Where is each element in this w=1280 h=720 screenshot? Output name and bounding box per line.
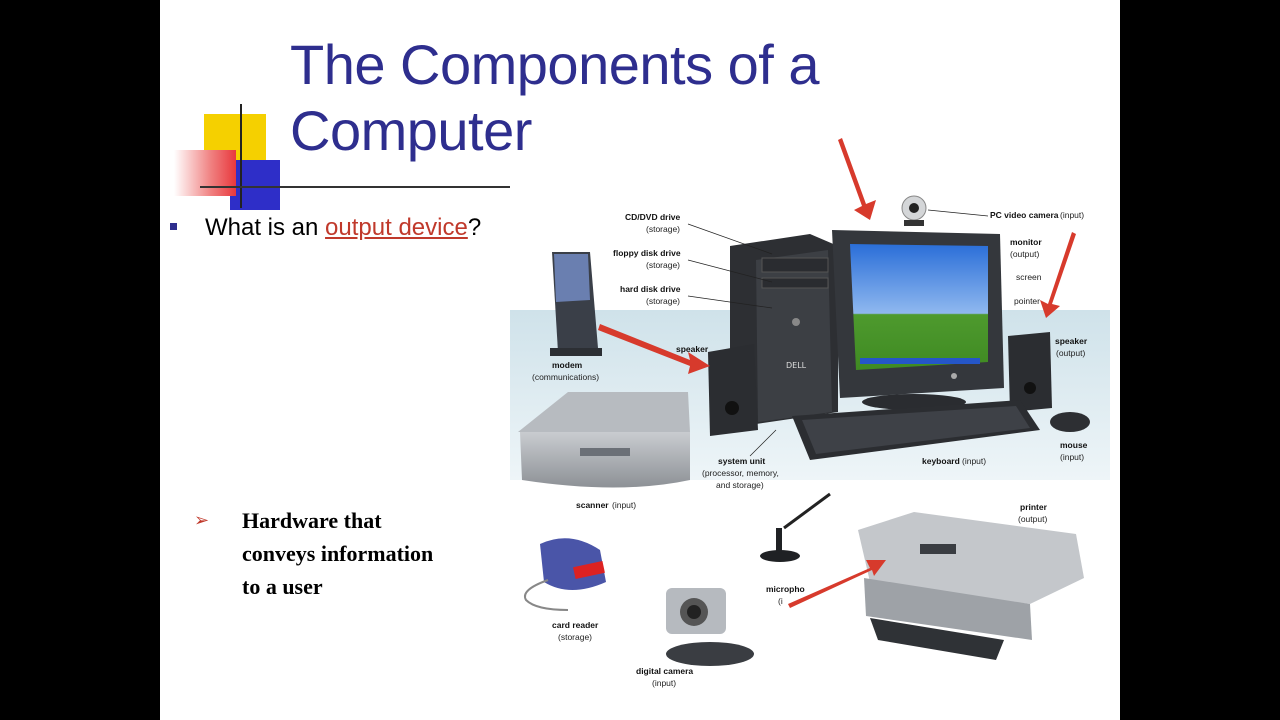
slide: The Components of a Computer What is an … [160, 0, 1120, 720]
svg-text:pointer: pointer [1014, 296, 1040, 306]
bullet-suffix: ? [467, 214, 482, 241]
deco-blue-square [230, 160, 280, 210]
title-underline [200, 186, 510, 188]
svg-text:printer: printer [1020, 502, 1048, 512]
svg-text:(storage): (storage) [646, 260, 680, 270]
svg-text:(communications): (communications) [532, 372, 599, 382]
svg-text:speaker: speaker [676, 344, 709, 354]
keyboard [792, 400, 1040, 460]
svg-text:(i: (i [778, 596, 783, 606]
svg-text:hard disk drive: hard disk drive [620, 284, 681, 294]
arrow-bullet-icon: ➢ [194, 510, 210, 531]
svg-text:(storage): (storage) [646, 224, 680, 234]
bullet-question: What is an output device? [170, 214, 481, 242]
red-arrows [598, 138, 1076, 608]
svg-text:(processor, memory,: (processor, memory, [702, 468, 779, 478]
monitor [832, 230, 1004, 410]
modem [550, 252, 602, 356]
svg-text:scanner: scanner [576, 500, 609, 510]
webcam [901, 195, 927, 226]
svg-text:micropho: micropho [766, 584, 805, 594]
dell-logo: DELL [786, 361, 807, 370]
sub-bullet-line-2: conveys information [242, 541, 434, 566]
sub-bullet-line-3: to a user [242, 574, 323, 599]
figure-labels: CD/DVD drive (storage) floppy disk drive… [532, 209, 1088, 688]
sub-bullet-line-1: Hardware that [242, 508, 382, 533]
computer-components-illustration: DELL [510, 138, 1110, 688]
svg-text:(input): (input) [612, 500, 636, 510]
svg-text:(output): (output) [1010, 249, 1039, 259]
svg-text:(input): (input) [1060, 210, 1084, 220]
output-device-link[interactable]: output device [325, 214, 468, 241]
svg-text:card reader: card reader [552, 620, 599, 630]
svg-text:(storage): (storage) [646, 296, 680, 306]
sub-bullet-text: Hardware that conveys information to a u… [242, 504, 502, 603]
microphone [760, 492, 831, 562]
svg-text:(input): (input) [1060, 452, 1084, 462]
speaker-left [708, 344, 758, 436]
bullet-square-icon [170, 223, 177, 231]
svg-text:mouse: mouse [1060, 440, 1088, 450]
svg-text:floppy disk drive: floppy disk drive [613, 248, 681, 258]
svg-text:keyboard: keyboard [922, 456, 960, 466]
svg-text:system unit: system unit [718, 456, 765, 466]
printer [858, 512, 1084, 660]
scanner [518, 392, 690, 488]
deco-vertical-line [240, 104, 242, 208]
title-line-2: Computer [290, 99, 532, 162]
svg-text:digital camera: digital camera [636, 666, 693, 676]
svg-text:(output): (output) [1018, 514, 1047, 524]
title-line-1: The Components of a [290, 33, 820, 96]
svg-text:screen: screen [1016, 272, 1042, 282]
bullet-prefix: What is an [205, 214, 326, 241]
svg-text:(storage): (storage) [558, 632, 592, 642]
digital-camera [666, 588, 754, 666]
speaker-right [1008, 332, 1052, 412]
system-unit: DELL [730, 234, 838, 424]
svg-text:(input): (input) [962, 456, 986, 466]
slide-title: The Components of a Computer [290, 32, 910, 164]
svg-text:and storage): and storage) [716, 480, 764, 490]
card-reader [524, 538, 606, 611]
svg-text:modem: modem [552, 360, 583, 370]
svg-text:monitor: monitor [1010, 237, 1042, 247]
svg-text:CD/DVD drive: CD/DVD drive [625, 212, 681, 222]
svg-text:PC video camera: PC video camera [990, 210, 1059, 220]
svg-text:(input): (input) [652, 678, 676, 688]
svg-text:speaker: speaker [1055, 336, 1088, 346]
deco-red-square [174, 150, 236, 196]
svg-text:(output): (output) [1056, 348, 1085, 358]
mouse [1050, 412, 1090, 432]
